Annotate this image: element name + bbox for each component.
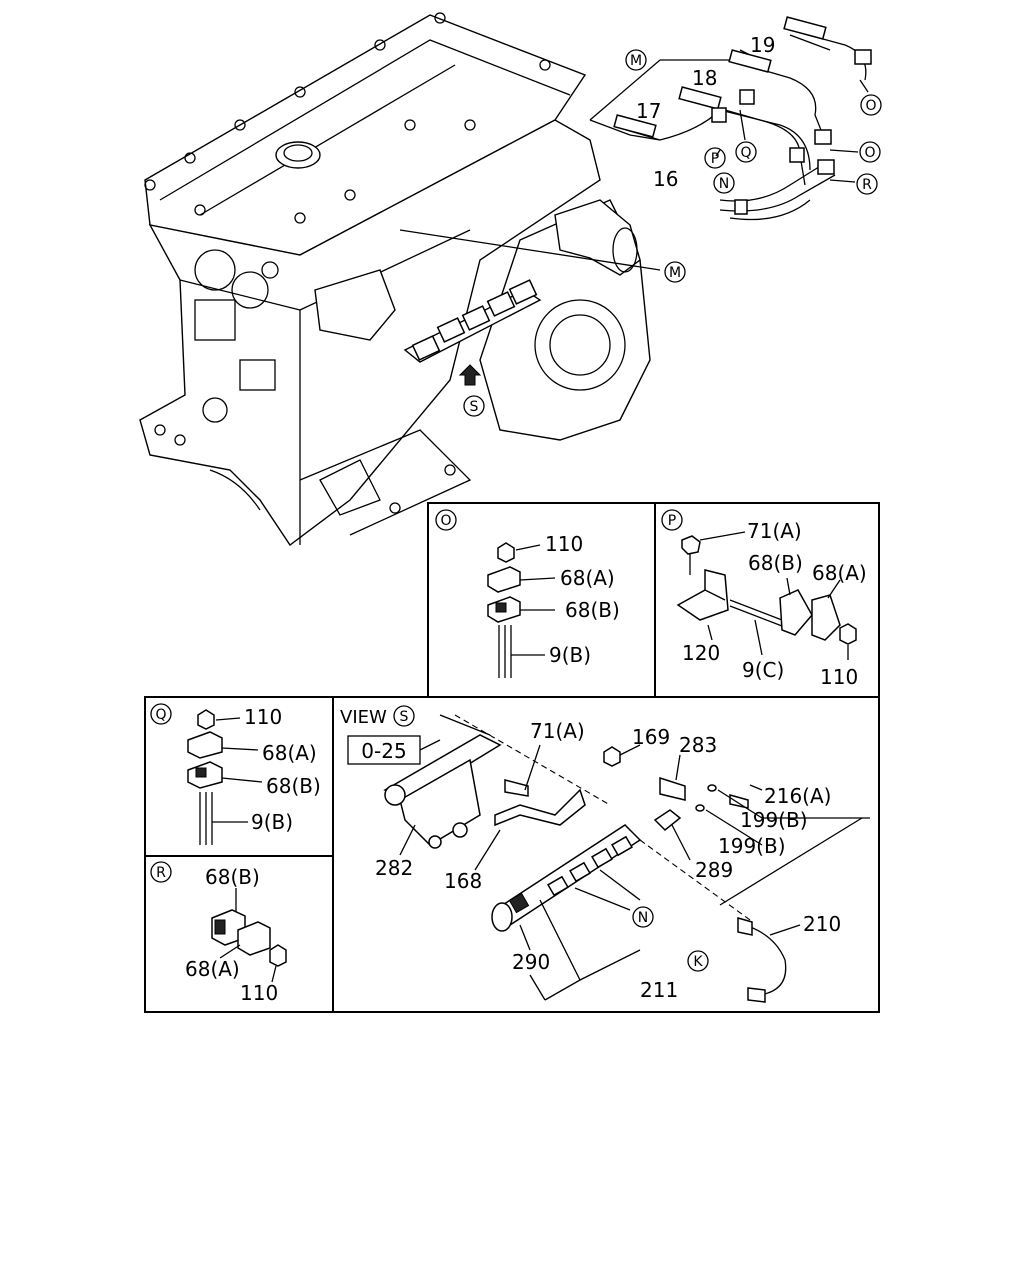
detail-r-callout: R (156, 865, 166, 881)
detail-p-label-110: 110 (820, 665, 858, 689)
callout-r: R (856, 173, 878, 195)
detail-view-s: VIEW S 0-25 (332, 696, 880, 1013)
detail-q-label-68b: 68(B) (266, 774, 321, 798)
view-s-callout-n: N (632, 906, 654, 928)
engine-block-illustration (139, 12, 651, 547)
view-s-ref-box: 0-25 (361, 739, 406, 763)
svg-text:S: S (470, 399, 479, 415)
detail-q-callout: Q (155, 707, 166, 723)
part-label-16: 16 (653, 167, 678, 191)
view-s-label-283: 283 (679, 733, 717, 757)
svg-text:P: P (711, 151, 719, 167)
view-s-callout-k: K (687, 950, 709, 972)
callout-m-engine: M (664, 261, 686, 283)
view-s-label-199b-bottom: 199(B) (718, 834, 786, 858)
detail-p-label-68b: 68(B) (748, 551, 803, 575)
part-label-17: 17 (636, 99, 661, 123)
detail-p-label-9c: 9(C) (742, 658, 784, 682)
callout-o-upper: O (860, 94, 882, 116)
view-s-label-71a: 71(A) (530, 719, 585, 743)
detail-o-label-68a: 68(A) (560, 566, 615, 590)
view-s-label-216a: 216(A) (764, 784, 831, 808)
detail-r-label-68b: 68(B) (205, 865, 260, 889)
callout-q: Q (735, 141, 757, 163)
view-s-callout: S (400, 709, 409, 725)
svg-text:N: N (638, 910, 648, 926)
callout-s: S (463, 395, 485, 417)
detail-q-label-110: 110 (244, 705, 282, 729)
svg-text:R: R (862, 177, 872, 193)
svg-text:O: O (865, 98, 876, 114)
detail-p-label-71a: 71(A) (747, 519, 802, 543)
part-label-19: 19 (750, 33, 775, 57)
view-s-label-168: 168 (444, 869, 482, 893)
detail-box-q: Q 110 68(A) 68(B) 9(B) (144, 696, 334, 857)
callout-p: P (704, 147, 726, 169)
svg-text:O: O (864, 145, 875, 161)
callout-n: N (713, 172, 735, 194)
detail-box-o: O 110 68(A) 68(B) 9(B) (427, 502, 656, 698)
detail-o-label-68b: 68(B) (565, 598, 620, 622)
detail-o-label-110: 110 (545, 532, 583, 556)
detail-p-callout: P (668, 513, 676, 529)
svg-text:M: M (669, 265, 681, 281)
detail-box-p: P 71(A) 68(B) 68(A) 120 9(C) 110 (654, 502, 880, 698)
view-s-label-169: 169 (632, 725, 670, 749)
view-s-label-282: 282 (375, 856, 413, 880)
callout-o-lower: O (859, 141, 881, 163)
svg-text:M: M (630, 53, 642, 69)
svg-text:K: K (693, 954, 703, 970)
detail-o-label-9b: 9(B) (549, 643, 591, 667)
detail-r-label-68a: 68(A) (185, 957, 240, 981)
view-s-label-211: 211 (640, 978, 678, 1002)
detail-p-label-68a: 68(A) (812, 561, 867, 585)
svg-text:Q: Q (740, 145, 751, 161)
detail-q-label-68a: 68(A) (262, 741, 317, 765)
detail-box-r: R 68(B) 68(A) 110 (144, 855, 334, 1013)
view-s-label-290: 290 (512, 950, 550, 974)
view-s-label-289: 289 (695, 858, 733, 882)
detail-r-label-110: 110 (240, 981, 278, 1005)
view-s-label-210: 210 (803, 912, 841, 936)
view-s-label-199b-top: 199(B) (740, 808, 808, 832)
svg-text:N: N (719, 176, 729, 192)
view-s-prefix: VIEW (340, 707, 387, 728)
detail-o-callout: O (440, 513, 451, 529)
part-label-18: 18 (692, 66, 717, 90)
detail-p-label-120: 120 (682, 641, 720, 665)
injection-pipes-illustration (613, 16, 872, 221)
detail-q-label-9b: 9(B) (251, 810, 293, 834)
callout-m-top: M (625, 49, 647, 71)
